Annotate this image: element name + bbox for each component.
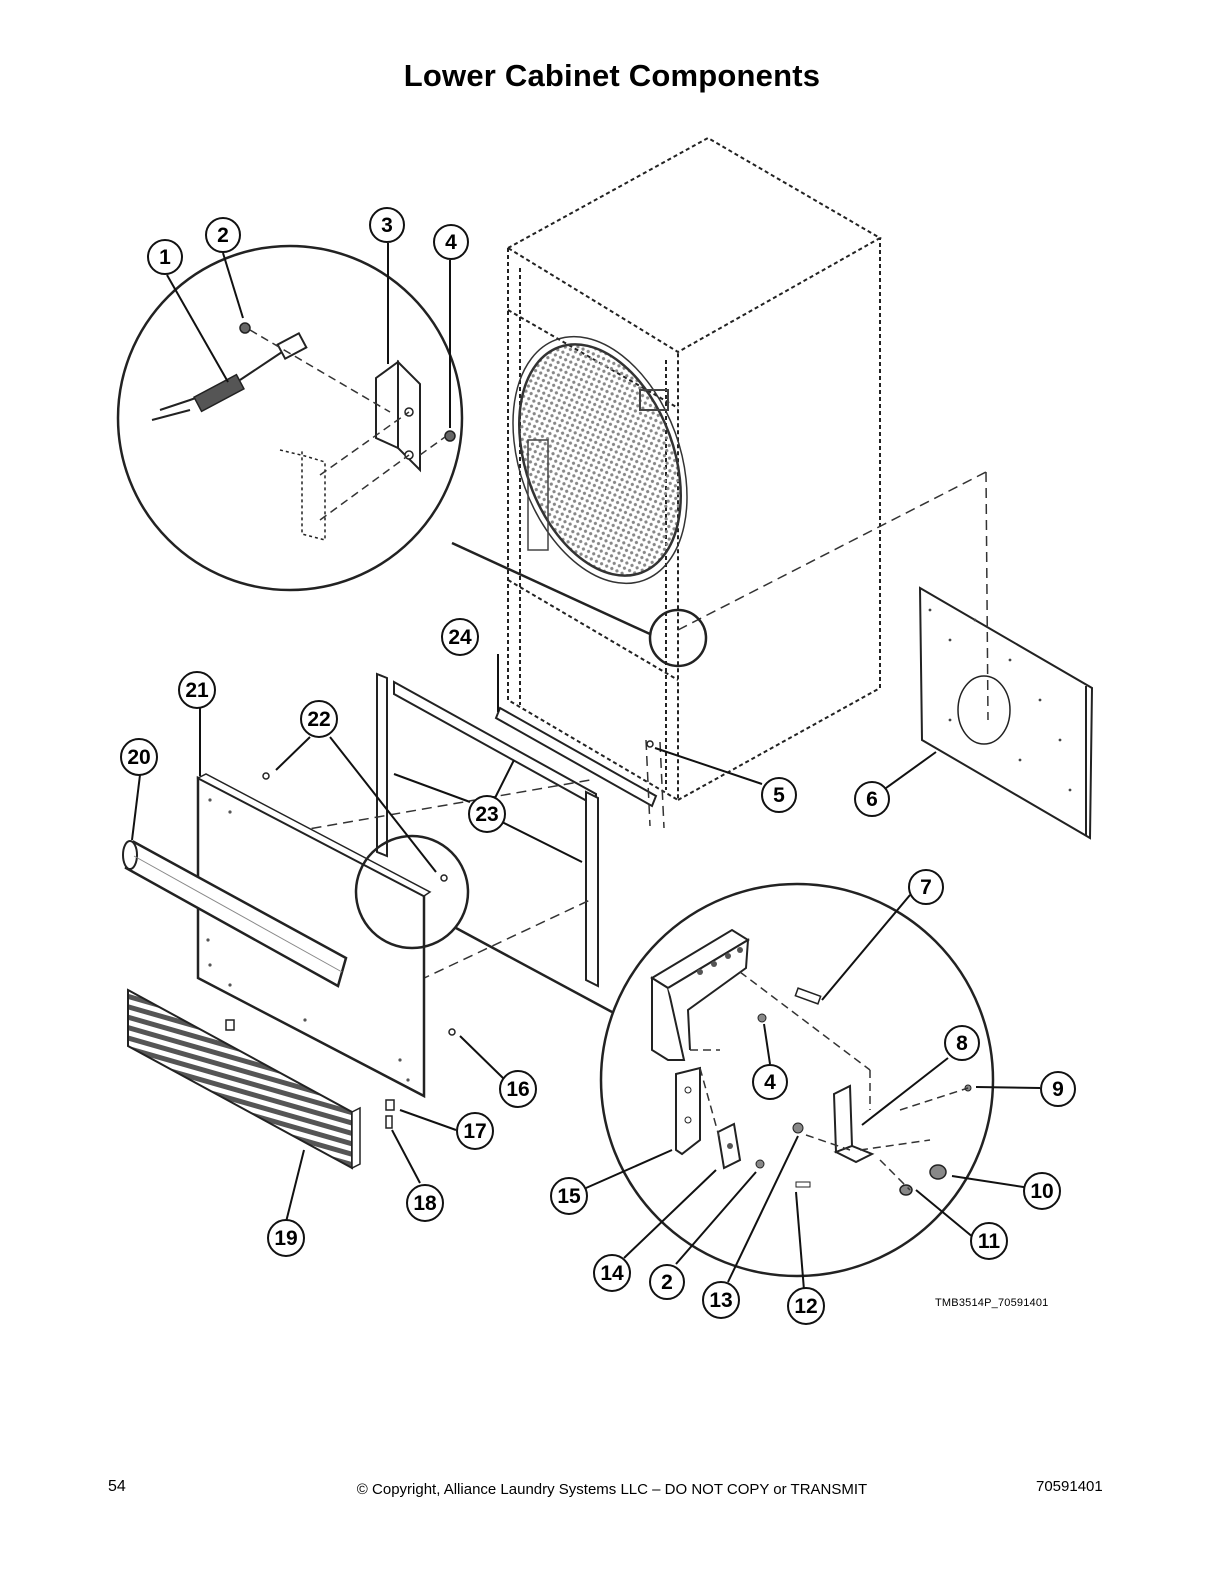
callout-4-lower: 4 [752, 1064, 788, 1100]
callout-9: 9 [1040, 1071, 1076, 1107]
callout-5: 5 [761, 777, 797, 813]
detail-circle-small [354, 834, 470, 950]
svg-text:19: 19 [274, 1227, 297, 1250]
callout-13: 13 [702, 1281, 740, 1319]
callout-6: 6 [854, 781, 890, 817]
callout-19: 19 [267, 1219, 305, 1257]
svg-text:21: 21 [185, 679, 209, 702]
callout-1: 1 [147, 239, 183, 275]
frame-guide-lines [279, 739, 665, 981]
back-panel-guide-lines [677, 471, 989, 721]
callout-2-lower: 2 [649, 1264, 685, 1300]
svg-text:22: 22 [307, 708, 330, 731]
callout-4: 4 [433, 224, 469, 260]
callout-17: 17 [456, 1112, 494, 1150]
callout-24: 24 [441, 618, 479, 656]
svg-text:4: 4 [764, 1071, 776, 1094]
callout-8: 8 [944, 1025, 980, 1061]
svg-text:7: 7 [920, 876, 932, 899]
detail-circle-lower [599, 882, 995, 1278]
svg-text:18: 18 [413, 1192, 437, 1215]
svg-text:3: 3 [381, 214, 393, 237]
svg-text:13: 13 [709, 1289, 732, 1312]
svg-text:8: 8 [956, 1032, 968, 1055]
callout-23: 23 [468, 795, 506, 833]
front-panel [196, 773, 432, 1099]
callout-20: 20 [120, 738, 158, 776]
svg-text:4: 4 [445, 231, 457, 254]
callout-12: 12 [787, 1287, 825, 1325]
svg-text:11: 11 [978, 1230, 1001, 1253]
callout-14: 14 [593, 1254, 631, 1292]
svg-text:12: 12 [794, 1295, 817, 1318]
callout-2: 2 [205, 217, 241, 253]
callout-10: 10 [1023, 1172, 1061, 1210]
svg-text:5: 5 [773, 784, 785, 807]
fasteners [225, 740, 654, 1129]
copyright-notice: © Copyright, Alliance Laundry Systems LL… [356, 1481, 868, 1498]
svg-text:9: 9 [1052, 1078, 1064, 1101]
callout-11: 11 [970, 1222, 1008, 1260]
svg-text:23: 23 [475, 803, 498, 826]
svg-text:14: 14 [600, 1262, 624, 1285]
callout-18: 18 [406, 1184, 444, 1222]
svg-text:24: 24 [448, 626, 472, 649]
callout-22: 22 [300, 700, 338, 738]
callout-3: 3 [369, 207, 405, 243]
svg-text:17: 17 [463, 1120, 486, 1143]
handle [122, 840, 348, 988]
page-title: Lower Cabinet Components [403, 58, 821, 93]
svg-text:6: 6 [866, 788, 878, 811]
svg-text:1: 1 [159, 246, 171, 269]
svg-text:10: 10 [1030, 1180, 1053, 1203]
front-frame [376, 672, 658, 988]
callout-15: 15 [550, 1177, 588, 1215]
svg-text:20: 20 [127, 746, 150, 769]
page-number: 54 [108, 1478, 126, 1495]
kick-plate [127, 988, 361, 1170]
callout-21: 21 [178, 671, 216, 709]
svg-text:15: 15 [557, 1185, 581, 1208]
drum [512, 335, 688, 585]
svg-text:2: 2 [661, 1271, 673, 1294]
detail-circle-upper [116, 244, 708, 668]
callout-16: 16 [499, 1070, 537, 1108]
back-panel [918, 586, 1094, 840]
svg-text:2: 2 [217, 224, 229, 247]
callouts: 1 2 3 4 5 6 7 8 9 10 11 12 13 14 15 16 1… [120, 207, 1076, 1325]
leader-lines [131, 243, 1044, 1291]
figure-code: TMB3514P_70591401 [935, 1297, 1049, 1309]
svg-text:16: 16 [506, 1078, 529, 1101]
callout-7: 7 [908, 869, 944, 905]
document-number: 70591401 [1036, 1478, 1103, 1495]
